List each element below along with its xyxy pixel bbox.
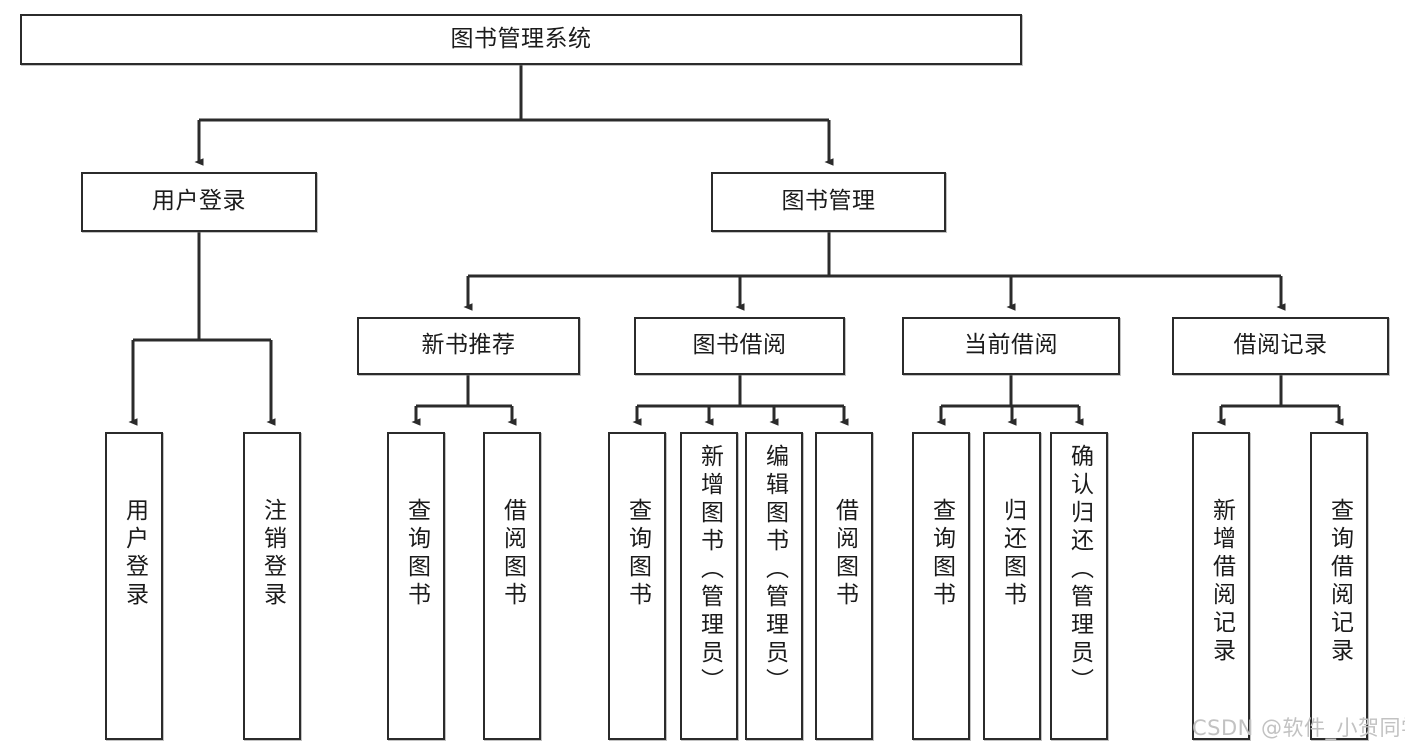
node-label: 确认归还（管理员）	[1066, 444, 1093, 696]
node-book-management[interactable]: 图书管理	[711, 172, 946, 232]
leaf-logout[interactable]: 注销登录	[243, 432, 301, 740]
node-label: 当前借阅	[964, 332, 1058, 359]
node-label: 用户登录	[121, 498, 148, 610]
node-label: 借阅图书	[499, 498, 526, 610]
node-label: 图书管理系统	[450, 25, 592, 52]
node-label: 编辑图书（管理员）	[761, 444, 788, 696]
node-label: 注销登录	[259, 498, 286, 610]
leaf-edit-book-admin[interactable]: 编辑图书（管理员）	[745, 432, 803, 740]
node-user-login[interactable]: 用户登录	[81, 172, 317, 232]
node-label: 借阅记录	[1233, 332, 1328, 359]
node-label: 查询图书	[624, 498, 651, 610]
leaf-add-borrow-record[interactable]: 新增借阅记录	[1192, 432, 1250, 740]
leaf-return-book[interactable]: 归还图书	[983, 432, 1041, 740]
leaf-borrow-book-recommend[interactable]: 借阅图书	[483, 432, 541, 740]
node-label: 图书管理	[781, 188, 876, 215]
node-book-borrow[interactable]: 图书借阅	[634, 317, 845, 375]
leaf-query-book-current[interactable]: 查询图书	[912, 432, 970, 740]
node-new-book-recommend[interactable]: 新书推荐	[357, 317, 580, 375]
leaf-query-book-borrow[interactable]: 查询图书	[608, 432, 666, 740]
node-label: 归还图书	[999, 498, 1026, 610]
node-label: 查询图书	[928, 498, 955, 610]
node-label: 新增图书（管理员）	[696, 444, 723, 696]
leaf-user-login[interactable]: 用户登录	[105, 432, 163, 740]
node-label: 查询借阅记录	[1326, 498, 1353, 666]
node-label: 查询图书	[403, 498, 430, 610]
leaf-query-borrow-record[interactable]: 查询借阅记录	[1310, 432, 1368, 740]
node-label: 图书借阅	[692, 332, 787, 359]
leaf-borrow-book[interactable]: 借阅图书	[815, 432, 873, 740]
node-label: 新增借阅记录	[1208, 498, 1235, 666]
leaf-query-book-recommend[interactable]: 查询图书	[387, 432, 445, 740]
node-current-borrow[interactable]: 当前借阅	[902, 317, 1120, 375]
leaf-add-book-admin[interactable]: 新增图书（管理员）	[680, 432, 738, 740]
leaf-confirm-return-admin[interactable]: 确认归还（管理员）	[1050, 432, 1108, 740]
node-root[interactable]: 图书管理系统	[20, 14, 1022, 65]
node-borrow-record[interactable]: 借阅记录	[1172, 317, 1389, 375]
node-label: 新书推荐	[421, 332, 516, 359]
node-label: 用户登录	[152, 188, 246, 215]
watermark: CSDN @软件_小贺同学	[1192, 716, 1405, 740]
node-label: 借阅图书	[831, 498, 858, 610]
